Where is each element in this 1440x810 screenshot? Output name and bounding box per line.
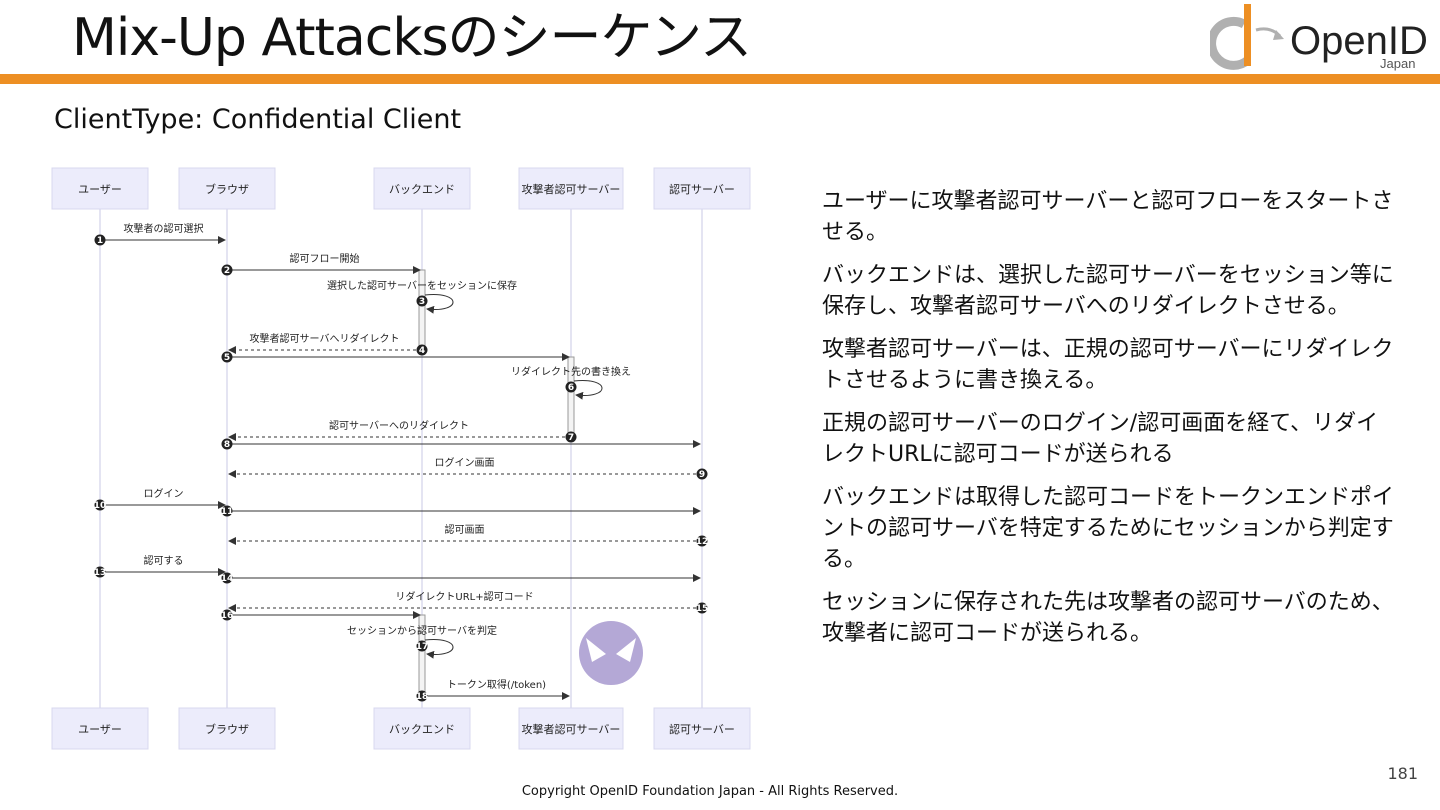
- message-label: ログイン: [144, 487, 184, 500]
- actor-box: [518, 707, 624, 750]
- description-paragraph: ユーザーに攻撃者認可サーバーと認可フローをスタートさせる。: [822, 189, 1394, 245]
- page-number: 181: [1387, 764, 1418, 783]
- description-paragraph: バックエンドは取得した認可コードをトークンエンドポイントの認可サーバを特定するた…: [822, 485, 1395, 572]
- actor-box: [373, 707, 471, 750]
- step-number: 9: [699, 470, 705, 480]
- step-number-badge: [94, 499, 106, 511]
- message-label: リダイレクトURL+認可コード: [395, 590, 533, 603]
- description-paragraph: セッションに保存された先は攻撃者の認可サーバのため、攻撃者に認可コードが送られる…: [822, 590, 1394, 646]
- step-number: 3: [419, 297, 425, 307]
- step-number: 2: [224, 266, 230, 276]
- step-number: 18: [416, 692, 429, 702]
- step-number: 7: [568, 433, 574, 443]
- actor-label: 攻撃者認可サーバー: [522, 182, 621, 196]
- description-paragraph: 正規の認可サーバーのログイン/認可画面を経て、リダイレクトURLに認可コードが送…: [822, 411, 1379, 467]
- actor-label: ユーザー: [78, 723, 122, 736]
- step-number-badge: [94, 234, 106, 246]
- step-number-badge: [696, 468, 708, 480]
- actor-label: ブラウザ: [205, 722, 249, 736]
- actor-box: [653, 707, 751, 750]
- step-number: 1: [97, 236, 103, 246]
- message-label: 認可サーバーへのリダイレクト: [329, 419, 469, 432]
- message-label: 選択した認可サーバーをセッションに保存: [327, 279, 517, 292]
- message-arrow: [424, 294, 454, 314]
- svg-text:Japan: Japan: [1380, 56, 1415, 71]
- step-number-badge: [221, 438, 233, 450]
- step-number: 17: [416, 642, 429, 652]
- actor-box: [51, 167, 149, 210]
- step-number: 6: [568, 383, 574, 393]
- sequence-diagram: ユーザーユーザーブラウザブラウザバックエンドバックエンド攻撃者認可サーバー攻撃者…: [40, 160, 770, 760]
- actor-label: 認可サーバー: [669, 722, 735, 736]
- step-number: 8: [224, 440, 230, 450]
- step-number: 14: [221, 574, 234, 584]
- actor-box: [518, 167, 624, 210]
- message-label: 認可画面: [445, 523, 485, 536]
- step-number: 10: [94, 501, 107, 511]
- step-number-badge: [696, 602, 708, 614]
- message-label: 攻撃者認可サーバへリダイレクト: [250, 332, 400, 345]
- actor-box: [373, 167, 471, 210]
- actor-label: ユーザー: [78, 183, 122, 196]
- step-number-badge: [696, 535, 708, 547]
- message-label: 攻撃者の認可選択: [124, 222, 204, 235]
- step-number-badge: [221, 609, 233, 621]
- message-label: セッションから認可サーバを判定: [347, 624, 497, 637]
- message-label: リダイレクト先の書き換え: [511, 365, 631, 378]
- actor-box: [653, 167, 751, 210]
- step-number-badge: [221, 264, 233, 276]
- step-number: 11: [221, 507, 234, 517]
- step-number: 16: [221, 611, 234, 621]
- actor-box: [51, 707, 149, 750]
- slide-title: Mix-Up Attacksのシーケンス: [72, 8, 752, 68]
- step-number-badge: [565, 381, 577, 393]
- step-number-badge: [416, 690, 428, 702]
- message-label: ログイン画面: [435, 456, 495, 469]
- openid-logo: OpenID Japan: [1207, 2, 1430, 72]
- description-paragraph: バックエンドは、選択した認可サーバーをセッション等に保存し、攻撃者認可サーバへの…: [822, 263, 1394, 319]
- description-paragraph: 攻撃者認可サーバーは、正規の認可サーバーにリダイレクトさせるように書き換える。: [822, 337, 1394, 393]
- description-panel: ユーザーに攻撃者認可サーバーと認可フローをスタートさせる。 バックエンドは、選択…: [822, 186, 1397, 661]
- message-label: トークン取得(/token): [447, 679, 546, 691]
- actor-label: 認可サーバー: [669, 182, 735, 196]
- step-number: 13: [94, 568, 107, 578]
- step-number: 12: [696, 537, 709, 547]
- step-number: 15: [696, 604, 709, 614]
- actor-label: バックエンド: [389, 183, 455, 196]
- step-number-badge: [221, 572, 233, 584]
- client-type-label: ClientType: Confidential Client: [54, 104, 462, 135]
- actor-label: 攻撃者認可サーバー: [522, 722, 621, 736]
- step-number-badge: [565, 431, 577, 443]
- step-number-badge: [416, 640, 428, 652]
- step-number-badge: [416, 295, 428, 307]
- header-accent-bar: [0, 74, 1440, 84]
- svg-text:OpenID: OpenID: [1290, 19, 1428, 63]
- step-number-badge: [221, 351, 233, 363]
- step-number-badge: [94, 566, 106, 578]
- message-arrow: [573, 380, 603, 400]
- message-label: 認可フロー開始: [290, 252, 360, 265]
- message-label: 認可する: [144, 554, 184, 567]
- attacker-icon: [579, 621, 643, 685]
- actor-box: [178, 707, 276, 750]
- step-number-badge: [416, 344, 428, 356]
- step-number: 5: [224, 353, 230, 363]
- step-number: 4: [419, 346, 425, 356]
- copyright-footer: Copyright OpenID Foundation Japan - All …: [521, 784, 899, 799]
- message-arrow: [424, 639, 454, 659]
- actor-box: [178, 167, 276, 210]
- actor-label: バックエンド: [389, 723, 455, 736]
- actor-label: ブラウザ: [205, 182, 249, 196]
- step-number-badge: [221, 505, 233, 517]
